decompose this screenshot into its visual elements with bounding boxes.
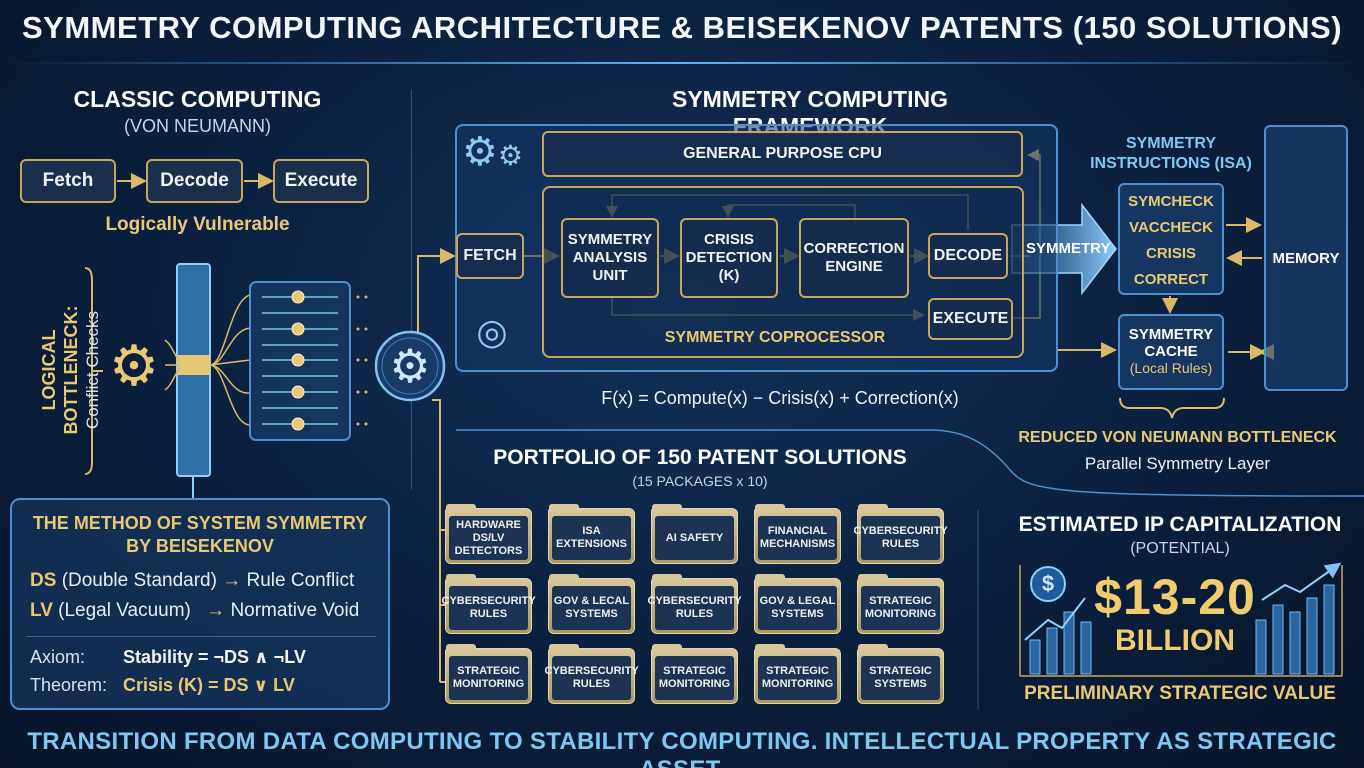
folder-label: HARDWARE DS/LV DETECTORS [449,516,528,560]
patent-folder[interactable]: CYBERSECURITY RULES [648,574,742,634]
patent-folder[interactable]: CYBERSECURITY RULES [442,574,536,634]
axiom-label: Axiom: [30,647,86,667]
vulnerable-label: Logically Vulnerable [105,214,290,235]
title-underline [0,62,1364,64]
axiom-row: Axiom: Stability = ¬DS ∧ ¬LV [30,647,306,668]
lv-abbr: LV [30,600,53,621]
cache-line1: SYMMETRY [1128,326,1214,343]
patent-folder[interactable]: AI SAFETY [651,504,738,564]
step-fetch: Fetch [20,159,116,203]
lv-result: Normative Void [230,600,360,621]
bottleneck-sub: Conflict Checks [83,310,102,430]
bottleneck-title: LOGICAL BOTTLENECK: [39,305,81,435]
method-divider [26,636,376,637]
folder-label: CYBERSECURITY RULES [545,656,639,700]
folder-label: STRATEGIC MONITORING [655,656,734,700]
patent-folder[interactable]: STRATEGIC SYSTEMS [857,644,944,704]
method-heading: THE METHOD OF SYSTEM SYMMETRY BY BEISEKE… [12,512,388,558]
execute-box: EXECUTE [928,298,1013,340]
fetch-box: FETCH [456,233,524,279]
ip-amount: $13-20 [1094,569,1256,625]
folder-label: AI SAFETY [655,516,734,560]
analysis-unit-box: SYMMETRY ANALYSIS UNIT [561,218,659,298]
parallel-layer: Parallel Symmetry Layer [1084,454,1271,473]
method-heading-line2: BY BEISEKENOV [126,536,274,556]
isa-item: SYMCHECK [1128,193,1214,210]
method-panel: THE METHOD OF SYSTEM SYMMETRY BY BEISEKE… [10,498,390,710]
folder-label: STRATEGIC SYSTEMS [861,656,940,700]
folder-label: STRATEGIC MONITORING [861,586,940,630]
step-execute: Execute [273,159,369,203]
patent-folder[interactable]: GOV & LEGAL SYSTEMS [754,574,841,634]
classic-heading: CLASSIC COMPUTING [73,86,322,112]
portfolio-subheading: (15 PACKAGES x 10) [632,473,768,489]
patent-folder[interactable]: ISA EXTENSIONS [548,504,635,564]
ip-unit: BILLION [1115,624,1235,657]
patent-folder[interactable]: CYBERSECURITY RULES [545,644,639,704]
dollar-icon: $ [1030,566,1066,602]
classic-subheading: (VON NEUMANN) [124,116,271,136]
isa-item: CRISIS [1145,245,1196,262]
ds-result: Rule Conflict [246,570,355,591]
decode-box: DECODE [928,233,1008,279]
ip-heading: ESTIMATED IP CAPITALIZATION [1018,513,1342,536]
theorem-label: Theorem: [30,675,108,695]
isa-item: CORRECT [1133,271,1209,288]
coprocessor-label: SYMMETRY COPROCESSOR [664,329,886,346]
ip-subheading: (POTENTIAL) [1130,540,1230,557]
footer-tagline: TRANSITION FROM DATA COMPUTING TO STABIL… [27,728,1337,768]
ds-row: DS (Double Standard) → Rule Conflict [30,570,354,592]
patent-folder[interactable]: STRATEGIC MONITORING [857,574,944,634]
lv-arrow: → [206,600,226,621]
folder-label: CYBERSECURITY RULES [854,516,948,560]
folder-label: STRATEGIC MONITORING [758,656,837,700]
patent-folder[interactable]: STRATEGIC MONITORING [754,644,841,704]
gear-icon: ⚙ [108,334,160,397]
folder-label: STRATEGIC MONITORING [449,656,528,700]
portfolio-heading: PORTFOLIO OF 150 PATENT SOLUTIONS [493,446,907,469]
reduced-bottleneck: REDUCED VON NEUMANN BOTTLENECK [1018,429,1337,446]
crisis-detection-box: CRISIS DETECTION (K) [680,218,778,298]
step-decode: Decode [146,159,243,203]
patent-folder[interactable]: STRATEGIC MONITORING [651,644,738,704]
ds-text: (Double Standard) [61,570,217,591]
formula: F(x) = Compute(x) − Crisis(x) + Correcti… [601,388,959,408]
symmetry-arrow-label: SYMMETRY [1026,240,1111,257]
folder-label: ISA EXTENSIONS [552,516,631,560]
patent-folder[interactable]: CYBERSECURITY RULES [854,504,948,564]
memory-box: MEMORY [1264,125,1348,391]
correction-engine-box: CORRECTION ENGINE [799,218,909,298]
page-title: SYMMETRY COMPUTING ARCHITECTURE & BEISEK… [21,10,1343,45]
folder-label: FINANCIAL MECHANISMS [758,516,837,560]
axiom-value: Stability = ¬DS ∧ ¬LV [123,647,306,667]
patent-folder[interactable]: FINANCIAL MECHANISMS [754,504,841,564]
patent-folder[interactable]: HARDWARE DS/LV DETECTORS [445,504,532,564]
patent-folder[interactable]: STRATEGIC MONITORING [445,644,532,704]
bottleneck-label: LOGICAL BOTTLENECK: Conflict Checks [38,265,104,475]
hub-gear-icon: ⚙ [389,340,431,392]
gears-icon: ⚙⚙ [462,130,523,174]
lv-row: LV (Legal Vacuum) → Normative Void [30,600,359,622]
folder-label: GOV & LECAL SYSTEMS [552,586,631,630]
folder-label: CYBERSECURITY RULES [442,586,536,630]
folder-label: CYBERSECURITY RULES [648,586,742,630]
cache-line3: (Local Rules) [1129,360,1213,376]
folder-label: GOV & LEGAL SYSTEMS [758,586,837,630]
isa-box: SYMCHECK VACCHECK CRISIS CORRECT [1118,183,1224,295]
lv-text: (Legal Vacuum) [58,600,191,621]
ds-arrow: → [222,570,242,591]
method-heading-line1: THE METHOD OF SYSTEM SYMMETRY [32,513,368,533]
section-divider [411,90,412,490]
isa-heading: SYMMETRY INSTRUCTIONS (ISA) [1090,135,1252,172]
ip-footer: PRELIMINARY STRATEGIC VALUE [1024,683,1336,704]
brain-icon: ◎ [476,311,508,352]
isa-item: VACCHECK [1129,219,1213,236]
symmetry-cache-box: SYMMETRY CACHE (Local Rules) [1118,314,1224,390]
theorem-value: Crisis (K) = DS ∨ LV [123,675,295,695]
ds-abbr: DS [30,570,57,591]
patent-folder[interactable]: GOV & LECAL SYSTEMS [548,574,635,634]
cache-line2: CACHE [1144,343,1198,360]
gp-cpu-box: GENERAL PURPOSE CPU [542,131,1023,177]
theorem-row: Theorem: Crisis (K) = DS ∨ LV [30,675,295,696]
